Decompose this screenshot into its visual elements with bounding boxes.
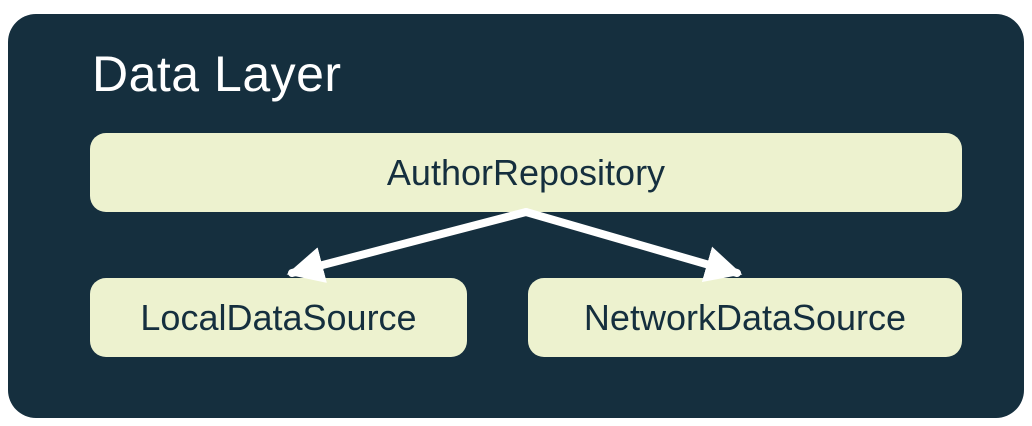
data-layer-container: Data Layer AuthorRepository LocalDataSou…	[8, 14, 1024, 418]
diagram-title: Data Layer	[92, 46, 342, 102]
node-author-repository: AuthorRepository	[90, 133, 962, 212]
node-author-repository-label: AuthorRepository	[386, 151, 666, 193]
node-network-data-source: NetworkDataSource	[528, 278, 962, 357]
node-local-data-source-label: LocalDataSource	[140, 296, 417, 338]
node-network-data-source-label: NetworkDataSource	[583, 296, 907, 338]
node-local-data-source: LocalDataSource	[90, 278, 467, 357]
